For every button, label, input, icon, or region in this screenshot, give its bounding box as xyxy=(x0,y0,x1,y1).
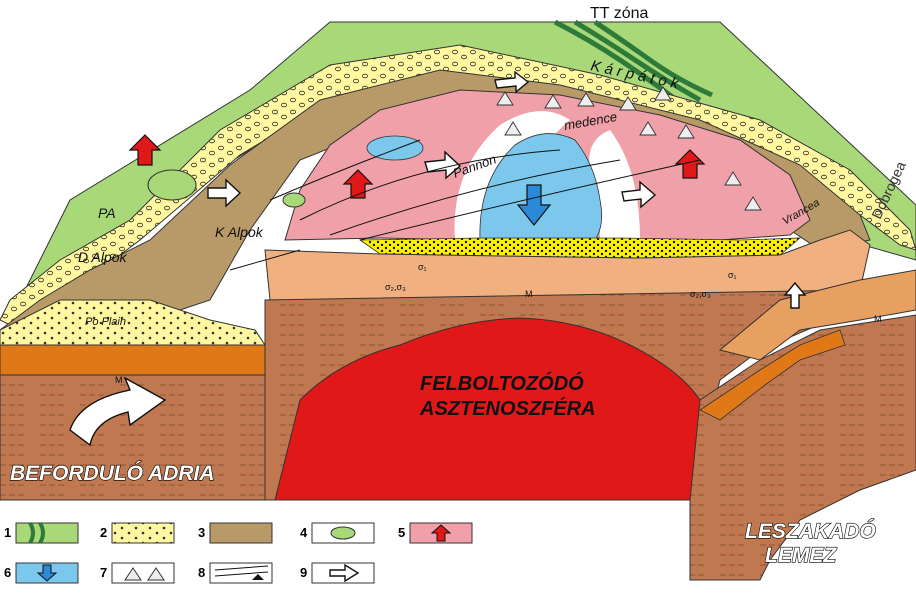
legend-swatch-3 xyxy=(210,523,272,543)
green-blob-small xyxy=(283,193,305,207)
legend-swatch-2 xyxy=(112,523,174,543)
legend-swatch-5 xyxy=(410,523,472,543)
legend-num-2: 2 xyxy=(100,525,107,540)
green-blob xyxy=(148,170,196,200)
label-po-plain: Po Plain xyxy=(85,316,126,328)
legend-swatch-1 xyxy=(16,523,78,543)
label-m-center: M xyxy=(525,289,533,299)
label-lemez: LEMEZ xyxy=(765,544,837,567)
label-d-alpok: D Alpok xyxy=(78,249,128,265)
label-pa: PA xyxy=(98,205,116,221)
label-m-left: M xyxy=(115,375,123,385)
label-sigma23-left: σ₂,σ₃ xyxy=(385,282,406,292)
legend-num-3: 3 xyxy=(198,525,205,540)
legend-num-7: 7 xyxy=(100,565,107,580)
label-befordulo-adria: BEFORDULÓ ADRIA xyxy=(10,461,215,485)
label-leszakado: LESZAKADÓ xyxy=(745,519,876,543)
legend-swatch-9 xyxy=(312,563,374,583)
label-k-alpok: K Alpok xyxy=(215,224,264,240)
label-sigma1-left: σ₁ xyxy=(418,262,427,272)
legend-num-8: 8 xyxy=(198,565,205,580)
label-tt-zona: TT zóna xyxy=(590,5,649,22)
legend-num-6: 6 xyxy=(4,565,11,580)
legend-num-4: 4 xyxy=(300,525,308,540)
legend-swatch-8 xyxy=(210,563,272,583)
legend: 1 2 3 4 5 6 7 8 xyxy=(4,523,472,583)
label-felboltozodo: FELBOLTOZÓDÓ xyxy=(420,371,584,395)
label-sigma1-right: σ₁ xyxy=(728,270,737,280)
label-sigma23-right: σ₂,σ₃ xyxy=(690,289,711,299)
blue-lake xyxy=(367,136,423,160)
label-asztenoszfera: ASZTENOSZFÉRA xyxy=(419,397,596,420)
label-m-right: M xyxy=(874,314,882,324)
legend-swatch-6 xyxy=(16,563,78,583)
legend-num-1: 1 xyxy=(4,525,11,540)
legend-num-5: 5 xyxy=(398,525,405,540)
legend-swatch-7 xyxy=(112,563,174,583)
adria-orange xyxy=(0,345,265,375)
legend-swatch-4 xyxy=(312,523,374,543)
legend-num-9: 9 xyxy=(300,565,307,580)
